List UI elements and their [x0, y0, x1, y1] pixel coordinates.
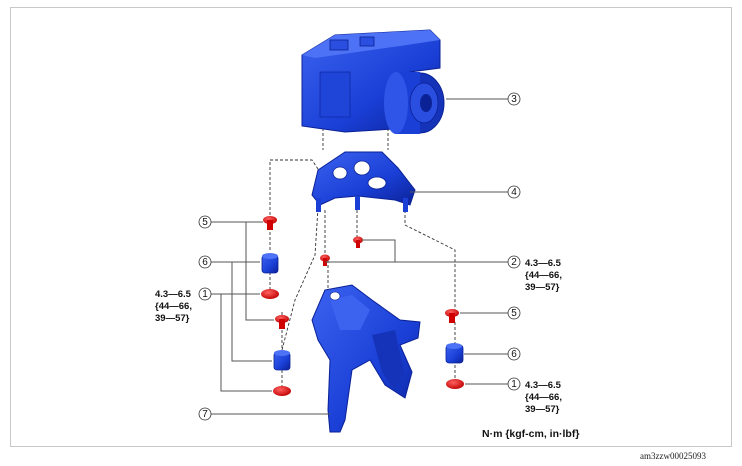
- svg-text:5: 5: [202, 217, 208, 228]
- image-id: am3zzw00025093: [640, 451, 706, 461]
- bolt-part-2-right: [353, 236, 363, 248]
- svg-text:{44—66,: {44—66,: [525, 392, 562, 403]
- bolt-part-5-lower-left: [275, 315, 289, 329]
- callout-4: 4: [507, 185, 521, 199]
- svg-text:39—57}: 39—57}: [525, 282, 560, 293]
- svg-text:39—57}: 39—57}: [525, 404, 560, 415]
- torque-spec-1-right: 4.3—6.5 {44—66, 39—57}: [525, 380, 562, 415]
- callout-2: 2: [507, 255, 521, 269]
- nut-part-1-lower: [273, 386, 291, 396]
- assembly-dashed-lines: [269, 128, 456, 388]
- svg-text:3: 3: [511, 94, 517, 105]
- callout-5-right: 5: [507, 306, 521, 320]
- callout-1-left: 1: [198, 287, 212, 301]
- svg-text:6: 6: [511, 349, 517, 360]
- bushing-part-6-lower-left: [273, 350, 291, 371]
- torque-spec-1-left: 4.3—6.5 {44—66, 39—57}: [155, 289, 192, 324]
- bolt-part-2-left: [320, 254, 330, 266]
- nut-part-1-upper: [261, 289, 279, 299]
- upper-bracket-part-4: [311, 151, 416, 212]
- callout-5-left: 5: [198, 215, 212, 229]
- callout-7: 7: [198, 407, 212, 421]
- callout-3: 3: [507, 92, 521, 106]
- bushing-part-6-right: [445, 343, 464, 364]
- bushing-part-6-upper: [261, 253, 279, 274]
- svg-text:{44—66,: {44—66,: [525, 270, 562, 281]
- svg-text:4.3—6.5: 4.3—6.5: [525, 258, 562, 269]
- svg-text:1: 1: [511, 379, 517, 390]
- svg-text:4: 4: [511, 187, 517, 198]
- svg-text:4.3—6.5: 4.3—6.5: [525, 380, 562, 391]
- torque-units-note: N·m {kgf-cm, in·lbf}: [482, 428, 579, 440]
- svg-text:1: 1: [202, 289, 208, 300]
- callout-6-left: 6: [198, 255, 212, 269]
- svg-text:7: 7: [202, 409, 208, 420]
- hydraulic-unit-part-3: [301, 29, 445, 134]
- bolt-part-5-right: [445, 309, 459, 323]
- svg-text:5: 5: [511, 308, 517, 319]
- leader-lines: [211, 98, 508, 415]
- callout-6-right: 6: [507, 347, 521, 361]
- torque-spec-2: 4.3—6.5 {44—66, 39—57}: [525, 258, 562, 293]
- svg-text:{44—66,: {44—66,: [155, 301, 192, 312]
- lower-bracket-part-7: [311, 284, 421, 433]
- svg-text:4.3—6.5: 4.3—6.5: [155, 289, 192, 300]
- nut-part-1-right: [446, 379, 464, 389]
- callout-1-right: 1: [507, 377, 521, 391]
- svg-text:6: 6: [202, 257, 208, 268]
- svg-text:2: 2: [511, 257, 517, 268]
- bolt-part-5-upper: [263, 216, 277, 230]
- svg-text:39—57}: 39—57}: [155, 313, 190, 324]
